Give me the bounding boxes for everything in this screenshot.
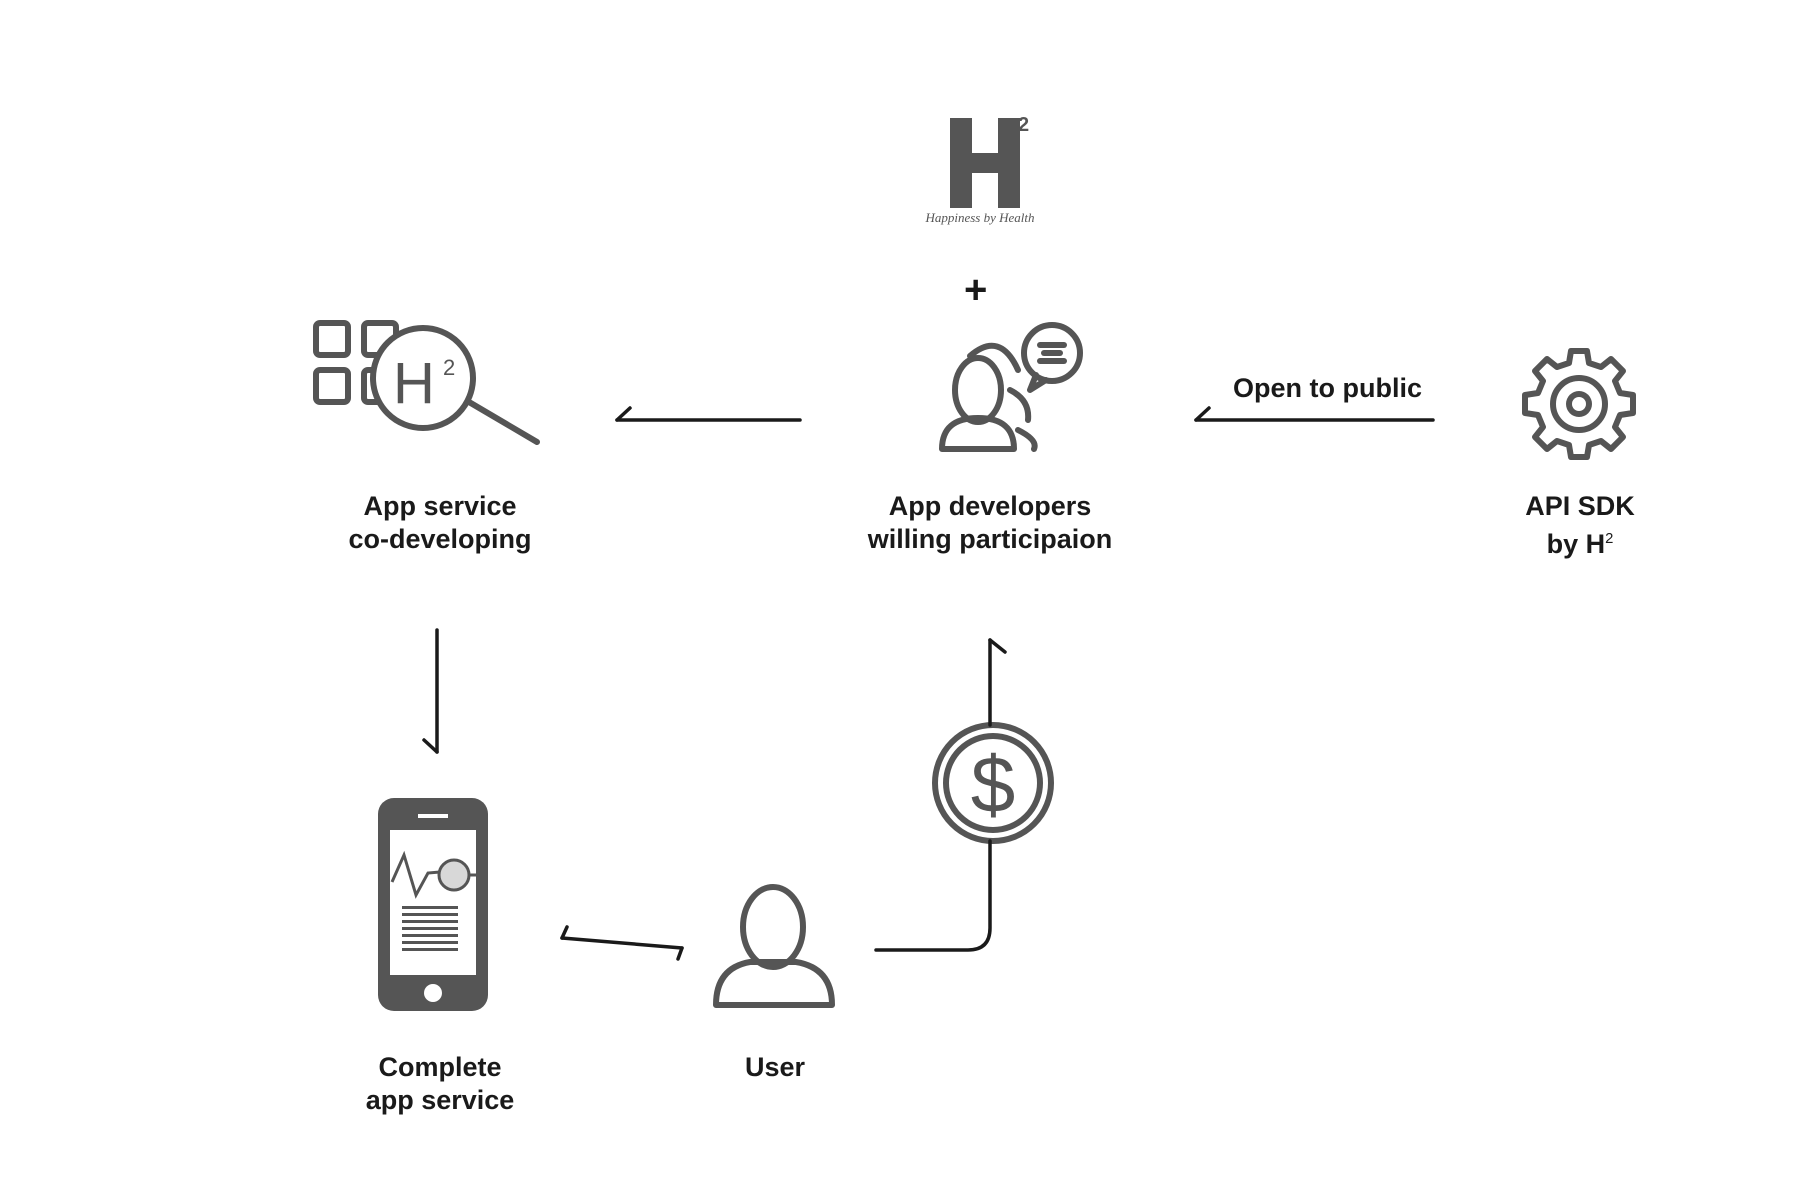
logo-tagline: Happiness by Health — [925, 210, 1035, 225]
complete-app-label: Complete app service — [300, 1051, 580, 1117]
developers-label-line2: willing participaion — [867, 524, 1113, 554]
open-to-public-label: Open to public — [1233, 373, 1422, 403]
user-icon — [713, 884, 835, 1008]
magnifier-h2-text: H — [393, 351, 435, 416]
api-sdk-sup: 2 — [1605, 531, 1614, 547]
developers-chat-icon — [939, 322, 1083, 452]
gear-icon — [1522, 348, 1636, 460]
developers-label-line1: App developers — [888, 491, 1092, 521]
user-label: User — [675, 1051, 875, 1084]
app-grid-magnifier-icon: H 2 — [313, 320, 540, 445]
arrow-complete-user-bidirectional — [560, 925, 684, 961]
api-sdk-by-h: by H — [1546, 529, 1606, 559]
app-service-label-line1: App service — [363, 491, 517, 521]
dollar-coin-icon: $ — [932, 722, 1054, 844]
complete-app-label-line2: app service — [365, 1085, 515, 1115]
h2-logo-icon — [950, 118, 1020, 208]
arrow-user-to-developers-via-payment — [874, 638, 1007, 952]
arrow-sdk-to-developers — [1194, 406, 1435, 422]
api-sdk-label: API SDK by H2 — [1470, 490, 1690, 561]
coin-dollar-symbol: $ — [971, 740, 1016, 829]
api-sdk-label-line2: by H2 — [1470, 523, 1690, 561]
logo-superscript: 2 — [1018, 114, 1030, 136]
plus-sign: + — [964, 268, 988, 312]
api-sdk-label-line1: API SDK — [1525, 491, 1635, 521]
complete-app-label-line1: Complete — [378, 1052, 502, 1082]
app-service-label: App service co-developing — [300, 490, 580, 556]
user-label-line1: User — [744, 1052, 806, 1082]
magnifier-h2-sup: 2 — [443, 355, 455, 380]
smartphone-icon — [378, 798, 488, 1011]
phone-text-lines — [402, 906, 458, 951]
arrow-app-service-to-complete — [422, 628, 439, 754]
app-service-label-line2: co-developing — [348, 524, 532, 554]
arrow-developers-to-app-service — [615, 406, 802, 422]
developers-label: App developers willing participaion — [830, 490, 1150, 556]
